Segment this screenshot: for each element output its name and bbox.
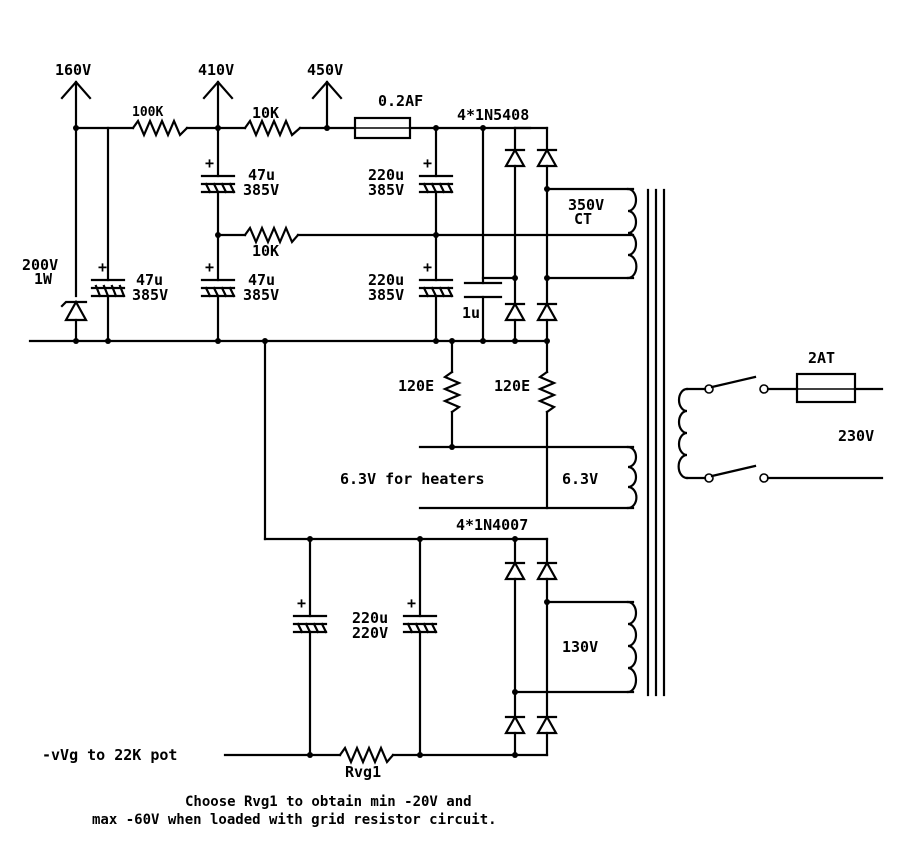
resistor-120e-left: 120E xyxy=(398,339,462,449)
capacitor-220u-a: + 220u 385V xyxy=(368,154,454,199)
resistor-120e-right: 120E xyxy=(494,339,557,510)
svg-text:+: + xyxy=(205,258,214,276)
bias-winding: 130V xyxy=(562,600,638,694)
hv-winding-ct: CT xyxy=(574,210,592,228)
primary-winding xyxy=(677,387,707,480)
capacitor-bias-voltage: 220V xyxy=(352,624,388,642)
capacitor-220u-a-voltage: 385V xyxy=(368,181,404,199)
capacitor-220u-b-value: 220u xyxy=(368,271,404,289)
zener-diode: 200V 1W xyxy=(22,256,88,322)
svg-text:+: + xyxy=(205,154,214,172)
mains-switch xyxy=(704,375,884,483)
zener-power-label: 1W xyxy=(34,270,53,288)
fuse-2at-label: 2AT xyxy=(808,349,835,367)
resistor-10k-top: 10K xyxy=(243,104,302,138)
capacitor-47u-c: + 47u 385V xyxy=(200,258,279,304)
capacitor-47u-a: + 47u 385V xyxy=(90,258,168,304)
heater-winding: 6.3V for heaters 6.3V xyxy=(340,445,638,510)
heater-label: 6.3V for heaters xyxy=(340,470,485,488)
bias-winding-voltage: 130V xyxy=(562,638,598,656)
rail-160v: 160V xyxy=(55,61,92,130)
capacitor-220u-a-value: 220u xyxy=(368,166,404,184)
capacitor-1u: 1u xyxy=(462,281,503,322)
resistor-10k-mid: 10K xyxy=(216,225,635,260)
zener-voltage-label: 200V xyxy=(22,256,58,274)
transformer-core xyxy=(646,188,666,697)
resistor-100k: 100K xyxy=(131,105,189,138)
svg-text:+: + xyxy=(423,154,432,172)
capacitor-47u-b-value: 47u xyxy=(248,166,275,184)
resistor-100k-label: 100K xyxy=(132,105,163,120)
capacitor-47u-c-voltage: 385V xyxy=(243,286,279,304)
rail-450v-label: 450V xyxy=(307,61,343,79)
bias-rectifier-label: 4*1N4007 xyxy=(456,516,528,534)
svg-text:+: + xyxy=(407,594,416,612)
hv-winding-voltage: 350V xyxy=(568,196,604,214)
capacitor-bias-a: + xyxy=(292,537,328,757)
resistor-10k-top-label: 10K xyxy=(252,104,279,122)
fuse-2at: 2AT xyxy=(795,349,884,404)
capacitor-47u-b-voltage: 385V xyxy=(243,181,279,199)
fuse-0-2af: 0.2AF xyxy=(353,92,423,140)
bias-bridge-rectifier xyxy=(504,537,635,757)
hv-winding: 350V CT xyxy=(568,187,638,280)
capacitor-bias-value: 220u xyxy=(352,609,388,627)
capacitor-47u-c-value: 47u xyxy=(248,271,275,289)
resistor-10k-mid-label: 10K xyxy=(252,242,279,260)
fuse-0-2af-label: 0.2AF xyxy=(378,92,423,110)
rail-450v: 450V xyxy=(307,61,343,130)
capacitor-47u-b: + 47u 385V xyxy=(200,154,279,199)
resistor-120e-left-label: 120E xyxy=(398,377,434,395)
hv-rectifier-label: 4*1N5408 xyxy=(457,106,529,124)
svg-text:+: + xyxy=(297,594,306,612)
mains-voltage-label: 230V xyxy=(838,427,874,445)
rail-160v-label: 160V xyxy=(55,61,91,79)
capacitor-bias-220u: + 220u 220V xyxy=(352,537,438,757)
capacitor-220u-b: + 220u 385V xyxy=(368,258,454,304)
capacitor-1u-label: 1u xyxy=(462,304,480,322)
capacitor-220u-b-voltage: 385V xyxy=(368,286,404,304)
instruction-line-2: max -60V when loaded with grid resistor … xyxy=(92,812,497,828)
bias-output-label: -vVg to 22K pot xyxy=(42,746,177,764)
svg-text:+: + xyxy=(98,258,107,276)
heater-voltage: 6.3V xyxy=(562,470,598,488)
resistor-120e-right-label: 120E xyxy=(494,377,530,395)
capacitor-47u-a-value: 47u xyxy=(136,271,163,289)
instruction-line-1: Choose Rvg1 to obtain min -20V and xyxy=(185,794,472,810)
capacitor-47u-a-voltage: 385V xyxy=(132,286,168,304)
svg-text:+: + xyxy=(423,258,432,276)
resistor-rvg1: Rvg1 xyxy=(338,745,395,781)
rail-410v-label: 410V xyxy=(198,61,234,79)
resistor-rvg1-label: Rvg1 xyxy=(345,763,381,781)
rail-410v: 410V xyxy=(198,61,234,130)
